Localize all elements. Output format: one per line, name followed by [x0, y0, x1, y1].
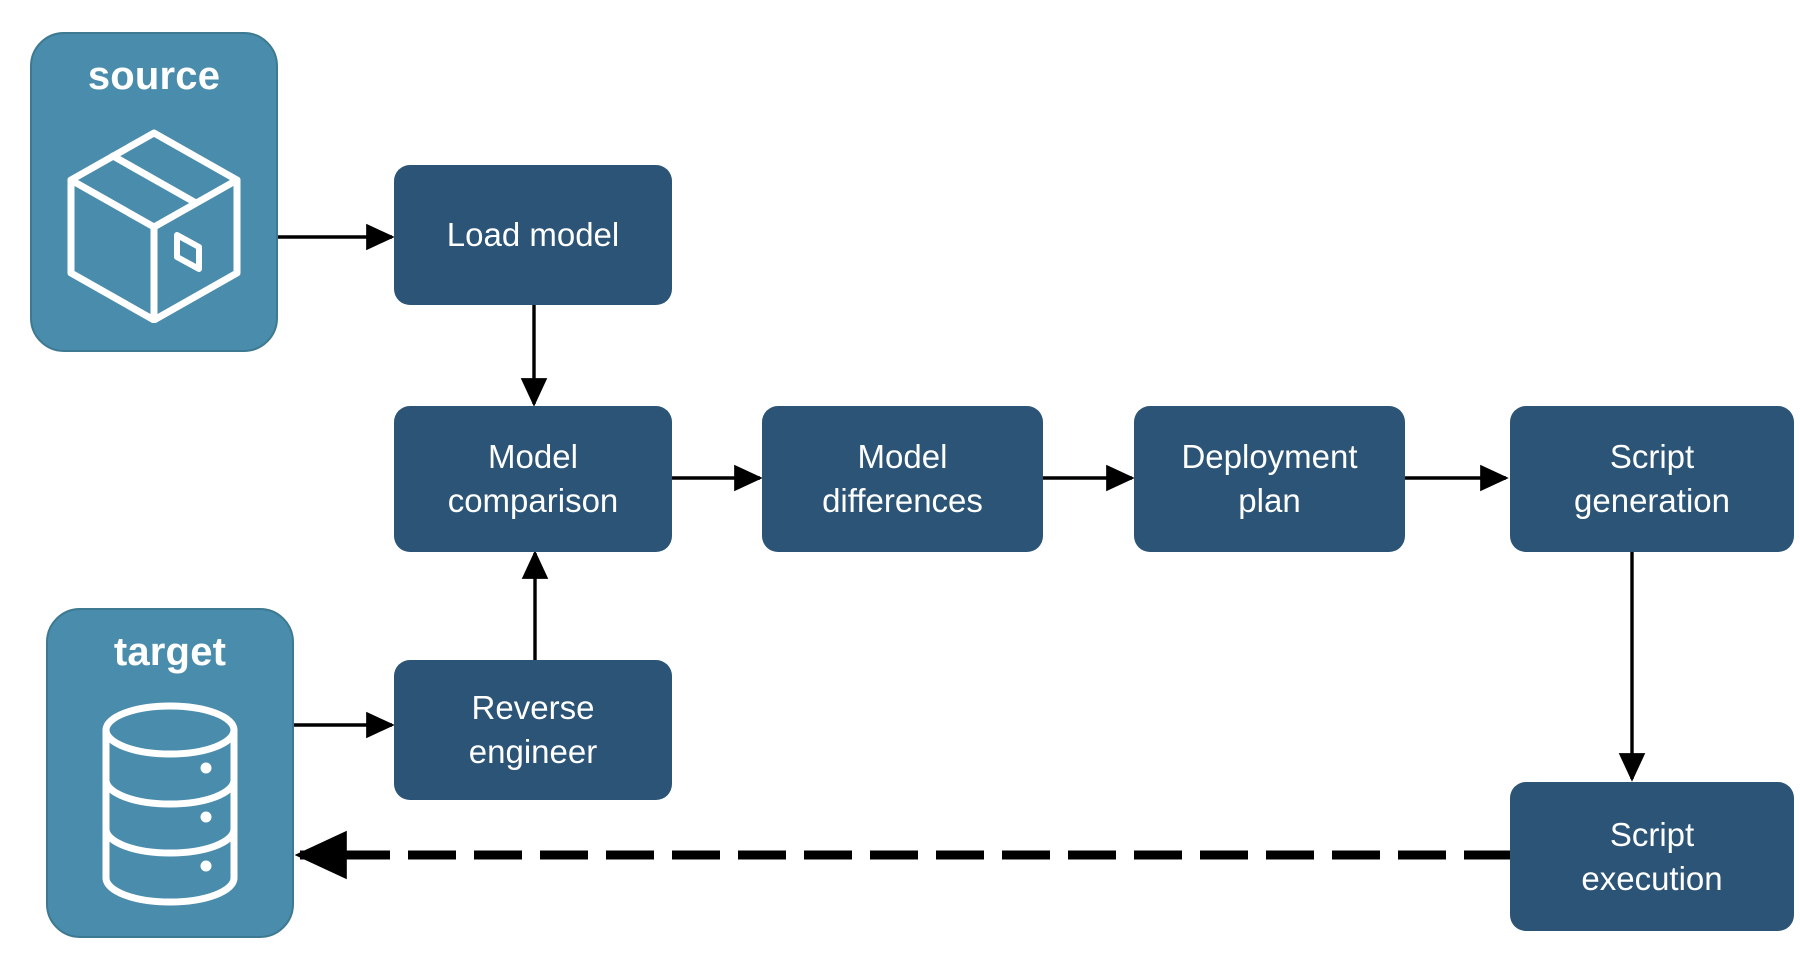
process-script-execution-line1: Script	[1609, 815, 1695, 853]
endpoint-source-label: source	[87, 54, 221, 98]
process-script-execution-line2: execution	[1581, 859, 1723, 897]
endpoint-target-label: target	[113, 630, 227, 674]
process-model-differences-line1: Model	[857, 438, 948, 476]
process-reverse-engineer[interactable]: Reverse engineer	[394, 660, 672, 800]
endpoint-target[interactable]: target	[46, 608, 294, 938]
process-model-comparison-line2: comparison	[447, 482, 619, 519]
process-deployment-plan-line2: plan	[1238, 482, 1301, 519]
package-box-icon	[32, 96, 276, 350]
process-model-differences-line2: differences	[822, 482, 983, 519]
process-deployment-plan[interactable]: Deployment plan	[1134, 406, 1405, 552]
process-load-model[interactable]: Load model	[394, 165, 672, 305]
process-deployment-plan-line1: Deployment	[1181, 438, 1358, 476]
process-script-generation-line1: Script	[1609, 438, 1695, 476]
process-reverse-engineer-line1: Reverse	[471, 689, 595, 727]
process-model-differences[interactable]: Model differences	[762, 406, 1043, 552]
endpoint-source[interactable]: source	[30, 32, 278, 352]
process-script-generation-line2: generation	[1574, 482, 1730, 519]
process-script-execution[interactable]: Script execution	[1510, 782, 1794, 931]
process-reverse-engineer-line2: engineer	[468, 733, 598, 770]
process-model-comparison-line1: Model	[488, 438, 578, 476]
process-model-comparison[interactable]: Model comparison	[394, 406, 672, 552]
database-cylinder-icon	[48, 672, 292, 936]
process-script-generation[interactable]: Script generation	[1510, 406, 1794, 552]
process-load-model-line1: Load model	[446, 216, 620, 254]
